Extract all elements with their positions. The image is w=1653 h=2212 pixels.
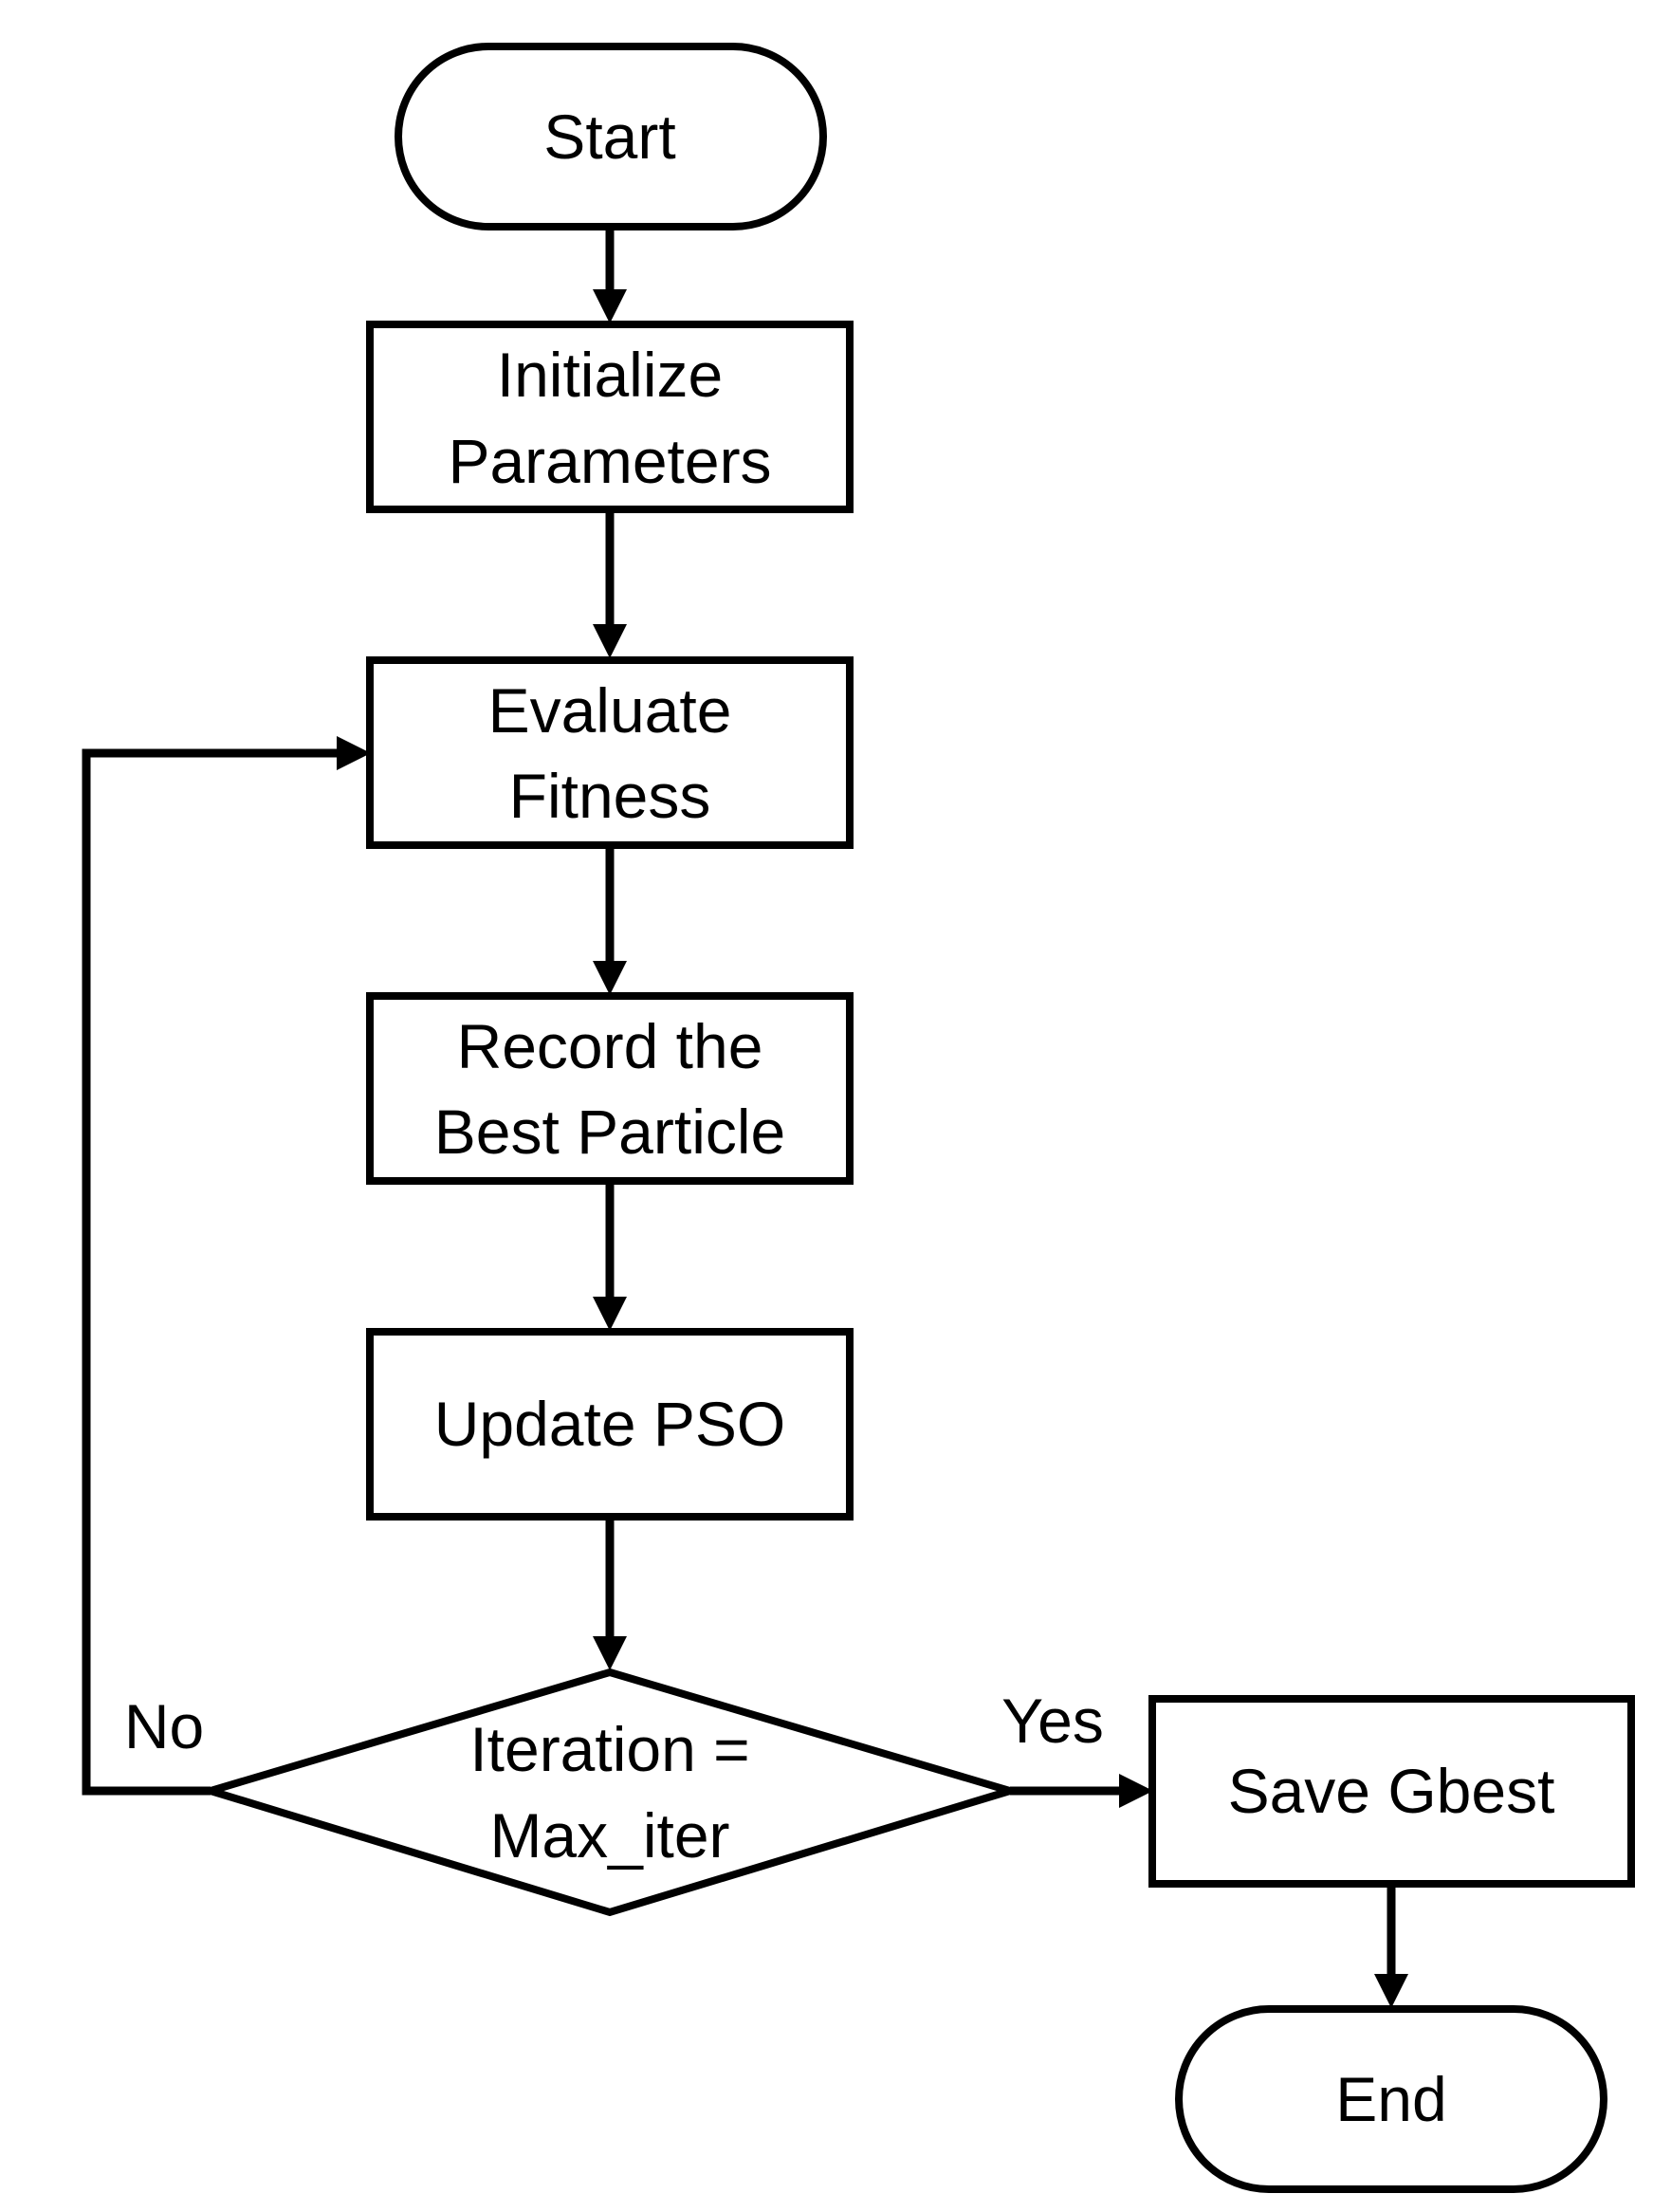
initialize-label-line1: Initialize (497, 340, 723, 410)
edge-decision-no-loop (82, 748, 341, 1796)
record-label-line1: Record the (457, 1011, 763, 1081)
edges (82, 227, 1408, 2008)
no-branch-label: No (124, 1691, 204, 1761)
end-label: End (1335, 2064, 1446, 2134)
end-terminal-shape (1175, 2005, 1607, 2193)
update-process-shape (366, 1328, 854, 1521)
start-label: Start (543, 101, 675, 172)
start-terminal-shape (395, 43, 827, 230)
arrowhead-save (1119, 1774, 1153, 1808)
record-label-line2: Best Particle (434, 1097, 785, 1167)
initialize-label-line2: Parameters (448, 426, 771, 496)
arrowhead-init (593, 289, 627, 323)
initialize-process-shape (366, 321, 854, 513)
arrowhead-update (593, 1297, 627, 1331)
node-end: End (1175, 2005, 1607, 2193)
decision-diamond-shape (197, 1668, 1023, 1917)
record-process-shape (366, 992, 854, 1185)
node-save-gbest: Save Gbest (1148, 1695, 1635, 1888)
arrowhead-loop-evaluate (337, 736, 371, 770)
evaluate-label-line1: Evaluate (488, 675, 732, 746)
arrowhead-end (1374, 1974, 1408, 2008)
arrowhead-record (593, 961, 627, 995)
node-iteration-decision: Iteration = Max_iter (197, 1668, 1023, 1917)
save-process-shape (1148, 1695, 1635, 1888)
decision-label-line2: Max_iter (489, 1800, 729, 1871)
evaluate-process-shape (366, 656, 854, 849)
save-label: Save Gbest (1228, 1756, 1555, 1826)
arrowhead-decision (593, 1636, 627, 1670)
evaluate-label-line2: Fitness (509, 761, 711, 831)
arrowhead-evaluate (593, 624, 627, 658)
yes-branch-label: Yes (1001, 1686, 1104, 1756)
node-update-pso: Update PSO (366, 1328, 854, 1521)
node-initialize-parameters: Initialize Parameters (366, 321, 854, 513)
node-record-best-particle: Record the Best Particle (366, 992, 854, 1185)
node-evaluate-fitness: Evaluate Fitness (366, 656, 854, 849)
update-label: Update PSO (434, 1389, 786, 1459)
decision-label-line1: Iteration = (469, 1714, 749, 1784)
node-start: Start (395, 43, 827, 230)
